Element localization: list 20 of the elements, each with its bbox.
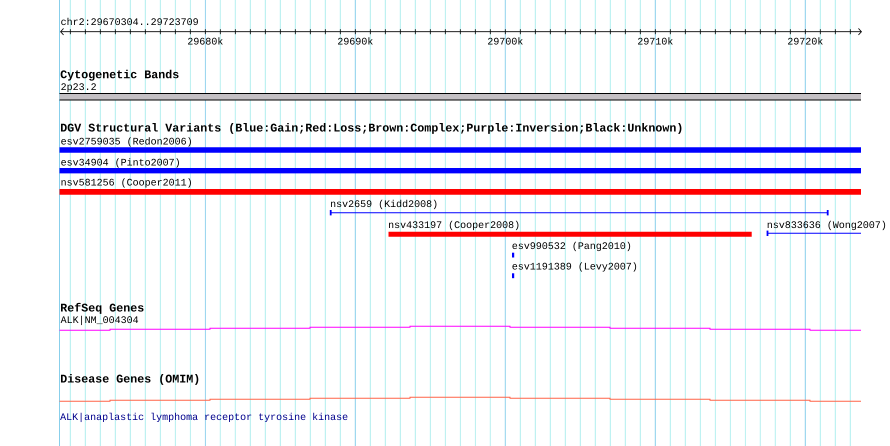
- region-label: chr2:29670304..29723709: [61, 18, 198, 26]
- track-title: Cytogenetic Bands: [60, 70, 179, 81]
- tick-label: 29720k: [788, 37, 823, 45]
- variant-label: esv2759035 (Redon2006): [61, 137, 191, 147]
- variant-label: nsv581256 (Cooper2011): [62, 178, 191, 188]
- tick-label: 29690k: [338, 37, 373, 45]
- variant-label: esv990532 (Pang2010): [512, 242, 630, 252]
- variant-label: nsv833636 (Wong2007): [768, 220, 886, 230]
- variant-label: nsv433197 (Cooper2008): [388, 220, 518, 230]
- variant-label: esv1191389 (Levy2007): [512, 262, 636, 272]
- tick-label: 29710k: [638, 37, 673, 45]
- tick-label: 29700k: [488, 37, 523, 45]
- variant-label: nsv2659 (Kidd2008): [331, 200, 436, 210]
- track-title: Disease Genes (OMIM): [60, 374, 198, 385]
- gene-label: ALK|anaplastic lymphoma receptor tyrosine kinase: [60, 412, 348, 422]
- track-title: DGV Structural Variants (Blue:Gain;Red:Loss;Brown:Complex;Purple:Inversion;Black:Unknown): [60, 123, 682, 134]
- gene-label: ALK|NM_004304: [60, 316, 138, 326]
- tick-label: 29680k: [188, 37, 223, 45]
- band-label: 2p23.2: [61, 83, 96, 92]
- variant-label: esv34904 (Pinto2007): [61, 158, 179, 168]
